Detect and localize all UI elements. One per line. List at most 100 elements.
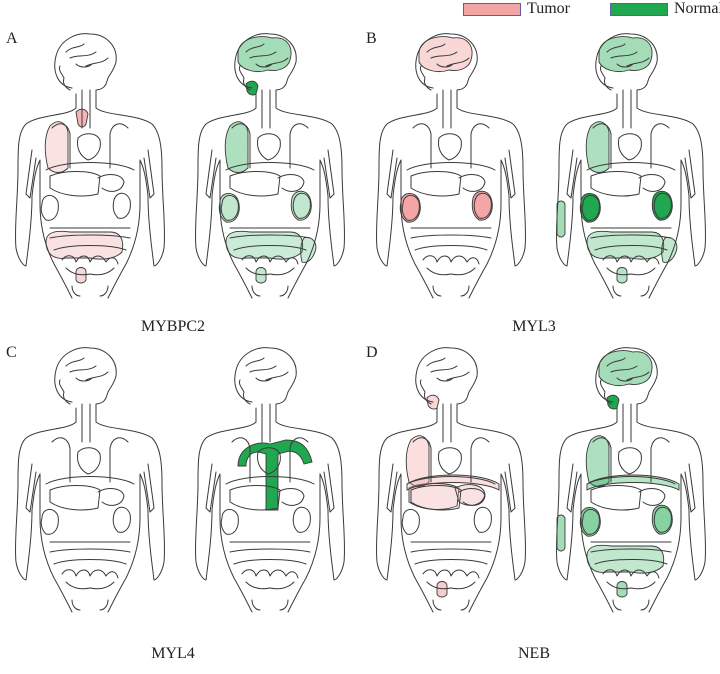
organ-brain-normal xyxy=(598,36,653,73)
body-outline-line xyxy=(65,267,115,276)
organ-skin-normal xyxy=(661,237,678,263)
panel-letter-c: C xyxy=(6,344,17,361)
body-outline-line xyxy=(600,65,612,91)
body-figure-myl3-normal xyxy=(555,33,707,299)
body-outline-line xyxy=(229,171,281,197)
body-outline-line xyxy=(438,133,462,161)
body-outline-line xyxy=(555,407,618,613)
body-outline-line xyxy=(54,33,117,101)
body-outline-line xyxy=(432,285,470,297)
body-outline-line xyxy=(71,599,109,611)
body-outline-line xyxy=(261,403,271,443)
legend-normal: Normal xyxy=(610,0,720,18)
body-outline-line xyxy=(442,89,452,129)
body-outline-line xyxy=(241,255,299,265)
body-outline-line xyxy=(375,93,438,299)
body-outline-line xyxy=(415,33,478,101)
body-outline-line xyxy=(442,403,452,443)
body-outline-line xyxy=(420,65,432,91)
body-outline-line xyxy=(595,347,658,415)
body-outline-line xyxy=(229,227,311,251)
body-outline-line xyxy=(410,485,462,511)
body-outline-line xyxy=(606,43,650,68)
body-outline-line xyxy=(245,267,295,276)
tumor-swatch xyxy=(463,2,521,16)
body-figure-myl3-tumor xyxy=(375,33,527,299)
body-outline-line xyxy=(410,541,492,565)
body-outline-line xyxy=(229,541,311,565)
organ-muscle-normal xyxy=(556,514,566,552)
body-outline-line xyxy=(81,403,91,443)
body-outline-line xyxy=(292,506,311,533)
body-outline-line xyxy=(504,463,516,513)
body-outline-line xyxy=(239,65,251,91)
body-outline-line xyxy=(40,195,59,221)
organ-bladder-tumor xyxy=(75,267,87,284)
body-outline-line xyxy=(277,488,305,506)
body-outline-line xyxy=(61,255,119,265)
body-outline-line xyxy=(595,33,658,101)
body-outline-line xyxy=(412,437,490,483)
body-outline-line xyxy=(95,99,166,299)
tumor-legend-label: Tumor xyxy=(527,0,570,17)
body-outline-line xyxy=(426,43,470,68)
body-outline-line xyxy=(386,149,398,199)
body-outline-line xyxy=(581,195,600,221)
body-outline-line xyxy=(386,463,398,513)
body-outline-line xyxy=(97,488,125,506)
body-outline-line xyxy=(622,403,632,443)
body-outline-line xyxy=(422,255,480,265)
body-outline-line xyxy=(25,463,37,513)
body-outline-line xyxy=(49,227,131,251)
body-figure-neb-tumor xyxy=(375,347,527,613)
body-outline-line xyxy=(112,192,131,219)
body-outline-line xyxy=(586,162,676,171)
body-outline-line xyxy=(612,285,650,297)
body-outline-line xyxy=(426,581,476,590)
body-outline-line xyxy=(251,285,289,297)
body-outline-line xyxy=(410,227,492,251)
body-outline-line xyxy=(473,192,492,219)
body-outline-line xyxy=(51,123,129,169)
body-outline-line xyxy=(77,447,101,475)
body-outline-line xyxy=(14,93,77,299)
body-outline-line xyxy=(77,133,101,161)
gene-label-d: NEB xyxy=(518,645,550,662)
organ-lung-tumor xyxy=(44,121,69,173)
body-figure-neb-normal xyxy=(555,347,707,613)
panel-letter-b: B xyxy=(366,30,377,47)
body-figure-myl4-normal xyxy=(194,347,346,613)
body-outline-line xyxy=(59,65,71,91)
body-outline-line xyxy=(422,569,480,579)
body-outline-line xyxy=(638,174,666,192)
body-outline-line xyxy=(375,407,438,613)
body-outline-line xyxy=(612,599,650,611)
body-outline-line xyxy=(59,379,71,405)
organ-lung-tumor xyxy=(405,435,430,487)
body-outline-line xyxy=(65,357,109,382)
body-outline-line xyxy=(412,123,490,169)
body-outline-line xyxy=(275,413,346,613)
body-outline-line xyxy=(54,347,117,415)
body-outline-line xyxy=(205,463,217,513)
body-outline-line xyxy=(684,149,696,199)
body-outline-line xyxy=(504,149,516,199)
body-outline-line xyxy=(592,437,670,483)
organ-diaphragm-tumor xyxy=(406,474,500,491)
organ-heart-vessels-normal xyxy=(237,439,313,511)
body-outline-line xyxy=(684,463,696,513)
body-outline-line xyxy=(220,195,239,221)
body-outline-line xyxy=(225,476,315,485)
organ-brain-normal xyxy=(237,36,292,73)
body-outline-line xyxy=(194,407,257,613)
body-outline-line xyxy=(323,149,335,199)
body-outline-line xyxy=(592,123,670,169)
body-outline-line xyxy=(590,541,672,565)
body-outline-line xyxy=(245,43,289,68)
body-outline-line xyxy=(415,347,478,415)
body-outline-line xyxy=(65,581,115,590)
organ-lung-normal xyxy=(585,121,610,173)
gene-label-a: MYBPC2 xyxy=(140,318,206,335)
body-outline-line xyxy=(205,149,217,199)
organ-bladder-tumor xyxy=(436,581,448,598)
